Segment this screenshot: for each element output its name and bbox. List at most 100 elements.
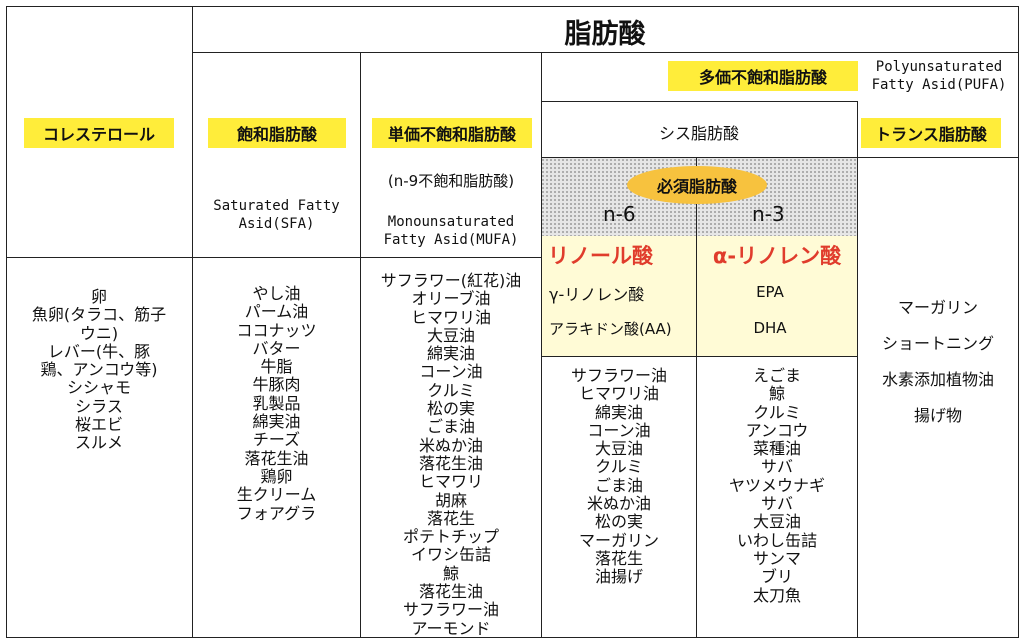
col-divider-4 (857, 101, 858, 638)
list-item: シラス (75, 396, 123, 416)
dha-label: DHA (753, 319, 787, 337)
list-item: 大豆油 (426, 325, 475, 345)
list-item: ごま油 (594, 475, 643, 495)
sfa-english-line-1: Saturated Fatty (213, 198, 340, 214)
list-item: 卵 (90, 287, 107, 306)
list-item: ココナッツ (236, 320, 317, 340)
list-item: ごま油 (426, 417, 475, 437)
list-item: サフラワー(紅花)油 (380, 271, 522, 290)
list-item: 油揚げ (594, 567, 643, 587)
list-item: アンコウ (745, 420, 809, 440)
list-item: クルミ (427, 380, 475, 400)
list-item: 綿実油 (252, 412, 301, 432)
alpha-linolenic-acid-label: α-リノレン酸 (712, 244, 842, 268)
list-item: ブリ (760, 567, 793, 587)
list-item: ヤツメウナギ (728, 475, 825, 495)
list-item: 米ぬか油 (418, 435, 483, 455)
list-item: 牛脂 (260, 357, 293, 377)
list-item: 落花生油 (418, 582, 483, 602)
omega-band-cream (541, 236, 857, 356)
gamma-linolenic-acid-label: γ-リノレン酸 (549, 285, 645, 304)
list-item: やし油 (252, 284, 301, 303)
list-item: 大豆油 (594, 439, 643, 459)
list-item: 落花生油 (418, 453, 483, 473)
list-item: サフラワー油 (402, 600, 499, 620)
list-item: 落花生 (426, 508, 475, 528)
list-item: 桜エビ (74, 415, 123, 435)
col-divider-3 (541, 52, 542, 638)
trans-fatty-acid-label: トランス脂肪酸 (861, 118, 1001, 148)
list-item: 松の実 (426, 399, 475, 419)
list-item: 綿実油 (426, 344, 475, 364)
header-bottom-border (6, 257, 541, 258)
list-item: 綿実油 (594, 402, 643, 422)
list-item: イワシ缶詰 (410, 545, 491, 565)
list-item: ウニ) (79, 323, 119, 343)
list-item: 乳製品 (252, 393, 301, 413)
cholesterol-label: コレステロール (24, 118, 174, 148)
list-item: アーモンド (411, 618, 491, 638)
list-item: オリーブ油 (411, 289, 491, 309)
cis-divider (541, 157, 1019, 158)
list-item: パーム油 (244, 302, 309, 322)
sfa-food-list: やし油 パーム油 ココナッツ バター 牛脂 牛豚肉 乳製品 綿実油 チーズ 落花… (193, 284, 360, 523)
list-item: 鯨 (768, 384, 785, 404)
page-title: 脂肪酸 (564, 19, 646, 50)
list-item: ヒマワリ (418, 472, 483, 492)
pufa-english-line-1: Polyunsaturated (875, 59, 1003, 75)
mufa-label: 単価不飽和脂肪酸 (372, 118, 532, 148)
list-item: いわし缶詰 (736, 530, 817, 550)
trans-food-list: マーガリン ショートニング 水素添加植物油 揚げ物 (858, 290, 1018, 434)
cis-fatty-acid-label: シス脂肪酸 (658, 124, 739, 143)
pufa-divider (541, 101, 857, 102)
list-item: 牛豚肉 (252, 375, 301, 395)
list-item: ショートニング (881, 334, 994, 353)
table-bottom-border (6, 637, 1019, 638)
list-item: 米ぬか油 (586, 494, 651, 514)
list-item: ヒマワリ油 (410, 307, 491, 327)
list-item: レバー(牛、豚 (47, 341, 151, 361)
pufa-english-line-2: Fatty Asid(PUFA) (871, 77, 1007, 93)
list-item: 生クリーム (236, 485, 317, 505)
table-left-border (6, 6, 7, 638)
list-item: サンマ (752, 548, 801, 568)
mufa-english-line-1: Monounsaturated (387, 214, 515, 230)
list-item: ヒマワリ油 (578, 384, 659, 404)
list-item: マーガリン (578, 530, 659, 550)
table-top-border (6, 6, 1019, 7)
col-divider-1 (192, 6, 193, 638)
list-item: サバ (760, 494, 793, 514)
n6-label: n-6 (603, 202, 636, 226)
mufa-food-list: サフラワー(紅花)油 オリーブ油 ヒマワリ油 大豆油 綿実油 コーン油 クルミ … (361, 271, 541, 638)
n6-food-list: サフラワー油 ヒマワリ油 綿実油 コーン油 大豆油 クルミ ごま油 米ぬか油 松… (542, 366, 696, 587)
list-item: 太刀魚 (752, 585, 801, 605)
list-item: ポテトチップ (402, 527, 499, 547)
mufa-subtitle: (n-9不飽和脂肪酸) (387, 172, 515, 190)
list-item: クルミ (753, 402, 801, 422)
essential-fatty-acid-badge: 必須脂肪酸 (627, 166, 767, 204)
list-item: フォアグラ (236, 503, 317, 523)
list-item: マーガリン (897, 298, 978, 317)
title-divider (192, 52, 1019, 53)
list-item: サバ (760, 457, 793, 477)
list-item: 松の実 (594, 512, 643, 532)
mufa-english-line-2: Fatty Asid(MUFA) (383, 232, 519, 248)
list-item: 大豆油 (752, 512, 801, 532)
list-item: 落花生 (594, 548, 643, 568)
essential-fatty-acid-label: 必須脂肪酸 (656, 177, 737, 196)
list-item: サフラワー油 (570, 366, 667, 385)
table-right-border (1018, 6, 1019, 638)
sfa-label: 飽和脂肪酸 (208, 118, 346, 148)
list-item: 水素添加植物油 (881, 370, 994, 389)
list-item: 落花生油 (244, 448, 309, 468)
linoleic-acid-label: リノール酸 (548, 244, 653, 268)
pufa-label: 多価不飽和脂肪酸 (668, 61, 858, 91)
arachidonic-acid-label: アラキドン酸(AA) (549, 320, 672, 338)
list-item: 鶏、アンコウ等) (40, 360, 158, 380)
epa-label: EPA (756, 283, 784, 301)
omega-bottom-border (541, 356, 857, 357)
list-item: コーン油 (419, 362, 483, 382)
list-item: 胡麻 (434, 490, 467, 510)
cholesterol-food-list: 卵 魚卵(タラコ、筋子 ウニ) レバー(牛、豚 鶏、アンコウ等) シシャモ シラ… (10, 287, 188, 453)
list-item: スルメ (74, 433, 123, 453)
